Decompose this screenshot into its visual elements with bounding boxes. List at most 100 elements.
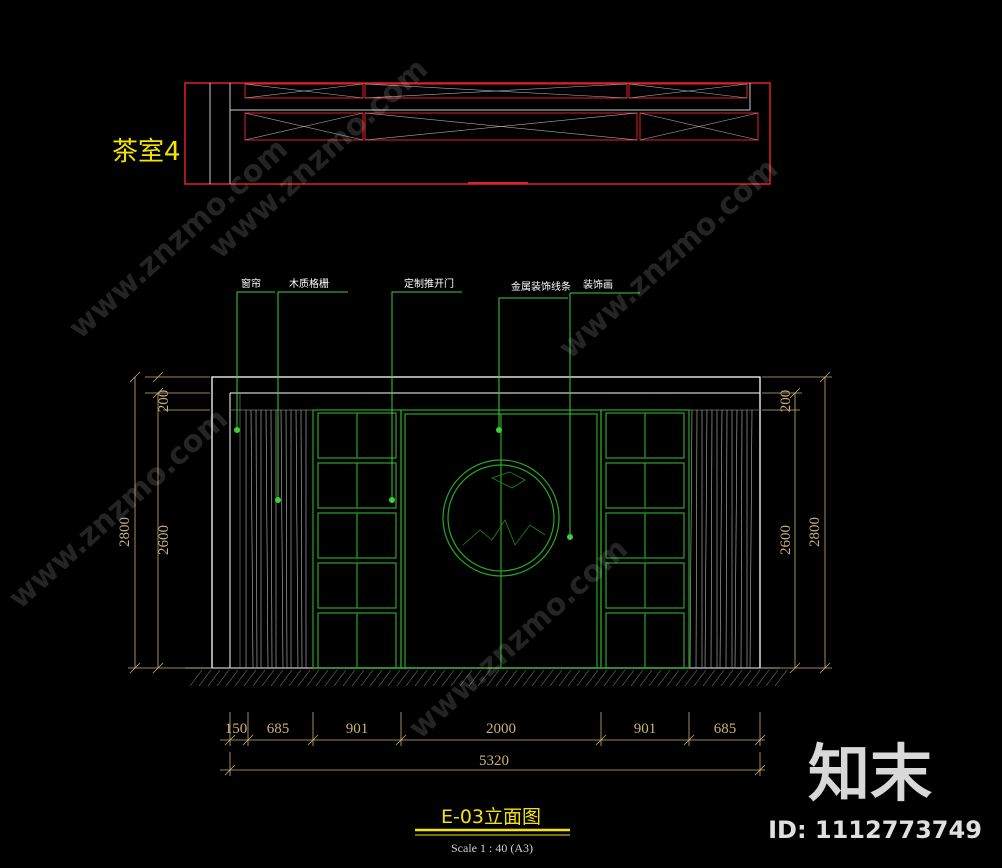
curtain-fold xyxy=(734,409,738,669)
dim-total: 5320 xyxy=(479,753,509,769)
ground-hatch-stroke xyxy=(675,669,689,687)
dim-bottom-685-left: 685 xyxy=(267,721,290,737)
ground-hatch-stroke xyxy=(585,669,599,687)
dimension-labels: 200 2600 2800 200 2600 2800 150 685 901 … xyxy=(117,390,823,769)
ground-hatch-stroke xyxy=(540,669,554,687)
ground-hatch-stroke xyxy=(261,669,275,687)
ground-hatch-stroke xyxy=(567,669,581,687)
ground-hatch-stroke xyxy=(252,669,266,687)
ground-hatch-stroke xyxy=(414,669,428,687)
brand: 知末 ID: 1112773749 xyxy=(768,737,982,844)
ground-hatch-stroke xyxy=(279,669,293,687)
plan-view: 茶室4 xyxy=(112,82,771,185)
ground-hatch-stroke xyxy=(288,669,302,687)
dim-right-2800: 2800 xyxy=(807,517,823,547)
ground-hatch-stroke xyxy=(270,669,284,687)
ground-hatch-stroke xyxy=(702,669,716,687)
ground-hatch-stroke xyxy=(495,669,509,687)
ground-hatch-stroke xyxy=(522,669,536,687)
ground-hatch-stroke xyxy=(765,669,779,687)
ground-hatch-stroke xyxy=(459,669,473,687)
curtain-fold xyxy=(695,409,698,669)
dim-tick xyxy=(754,764,766,776)
ground-hatch xyxy=(189,669,788,687)
curtain-fold xyxy=(719,409,723,669)
ground-hatch-stroke xyxy=(594,669,608,687)
brand-logo: 知末 xyxy=(808,737,932,810)
ground-hatch-stroke xyxy=(234,669,248,687)
ground-hatch-stroke xyxy=(351,669,365,687)
ground-hatch-stroke xyxy=(504,669,518,687)
callout-labels: 窗帘 木质格栅 定制推开门 金属装饰线条 装饰画 xyxy=(241,277,613,293)
dim-tick xyxy=(395,734,407,746)
ground-hatch-stroke xyxy=(405,669,419,687)
ground-hatch-stroke xyxy=(225,669,239,687)
dim-bottom-150: 150 xyxy=(225,721,248,737)
dim-right-2600: 2600 xyxy=(778,525,794,555)
callout-wood-grille: 木质格栅 xyxy=(289,277,329,290)
ground-hatch-stroke xyxy=(441,669,455,687)
dim-tick xyxy=(242,734,254,746)
ground-hatch-stroke xyxy=(243,669,257,687)
ground-hatch-stroke xyxy=(315,669,329,687)
curtain-fold xyxy=(250,409,254,669)
ground-hatch-stroke xyxy=(342,669,356,687)
curtain-fold xyxy=(300,409,303,669)
scale-text: Scale 1 : 40 (A3) xyxy=(451,841,533,855)
dim-left-2600: 2600 xyxy=(156,525,172,555)
dim-tick xyxy=(224,734,236,746)
brand-id: ID: 1112773749 xyxy=(768,816,982,844)
callout-curtain: 窗帘 xyxy=(241,277,261,290)
ground-hatch-stroke xyxy=(216,669,230,687)
ground-hatch-stroke xyxy=(477,669,491,687)
curtain-fold xyxy=(265,409,269,669)
ground-hatch-stroke xyxy=(387,669,401,687)
left-curtain xyxy=(245,409,307,669)
ground-hatch-stroke xyxy=(576,669,590,687)
ground-hatch-stroke xyxy=(396,669,410,687)
dim-tick xyxy=(754,734,766,746)
ground-hatch-stroke xyxy=(324,669,338,687)
left-lattice-panel xyxy=(312,409,402,669)
dim-bottom-685-right: 685 xyxy=(714,721,737,737)
room-label: 茶室4 xyxy=(112,137,181,167)
curtain-fold xyxy=(295,409,299,669)
ground-hatch-stroke xyxy=(711,669,725,687)
ground-hatch-stroke xyxy=(297,669,311,687)
dim-bottom-901-right: 901 xyxy=(634,721,657,737)
ground-hatch-stroke xyxy=(423,669,437,687)
ground-hatch-stroke xyxy=(513,669,527,687)
curtain-fold xyxy=(740,409,743,669)
ground-hatch-stroke xyxy=(360,669,374,687)
drawing-title: E-03立面图 xyxy=(441,806,541,828)
curtain-fold xyxy=(270,409,273,669)
ground-hatch-stroke xyxy=(486,669,500,687)
dim-tick xyxy=(224,764,236,776)
ground-hatch-stroke xyxy=(666,669,680,687)
dim-right-200: 200 xyxy=(778,390,794,413)
callout-leaders xyxy=(234,291,640,540)
ground-hatch-stroke xyxy=(747,669,761,687)
ground-hatch-stroke xyxy=(189,669,203,687)
center-door xyxy=(400,409,602,669)
ground-hatch-stroke xyxy=(756,669,770,687)
dim-left-2800: 2800 xyxy=(117,517,133,547)
right-curtain xyxy=(689,409,753,669)
ground-hatch-stroke xyxy=(693,669,707,687)
ground-hatch-stroke xyxy=(621,669,635,687)
dim-tick xyxy=(307,734,319,746)
callout-custom-door: 定制推开门 xyxy=(404,277,454,290)
ground-hatch-stroke xyxy=(468,669,482,687)
ground-hatch-stroke xyxy=(558,669,572,687)
elevation-view: 窗帘 木质格栅 定制推开门 金属装饰线条 装饰画 xyxy=(185,277,788,687)
curtain-fold xyxy=(285,409,288,669)
ground-hatch-stroke xyxy=(684,669,698,687)
ground-hatch-stroke xyxy=(648,669,662,687)
ground-hatch-stroke xyxy=(603,669,617,687)
ground-hatch-stroke xyxy=(738,669,752,687)
watermark-4: www.znzmo.com xyxy=(402,531,635,746)
ground-hatch-stroke xyxy=(432,669,446,687)
curtain-fold xyxy=(749,409,753,669)
ground-hatch-stroke xyxy=(729,669,743,687)
